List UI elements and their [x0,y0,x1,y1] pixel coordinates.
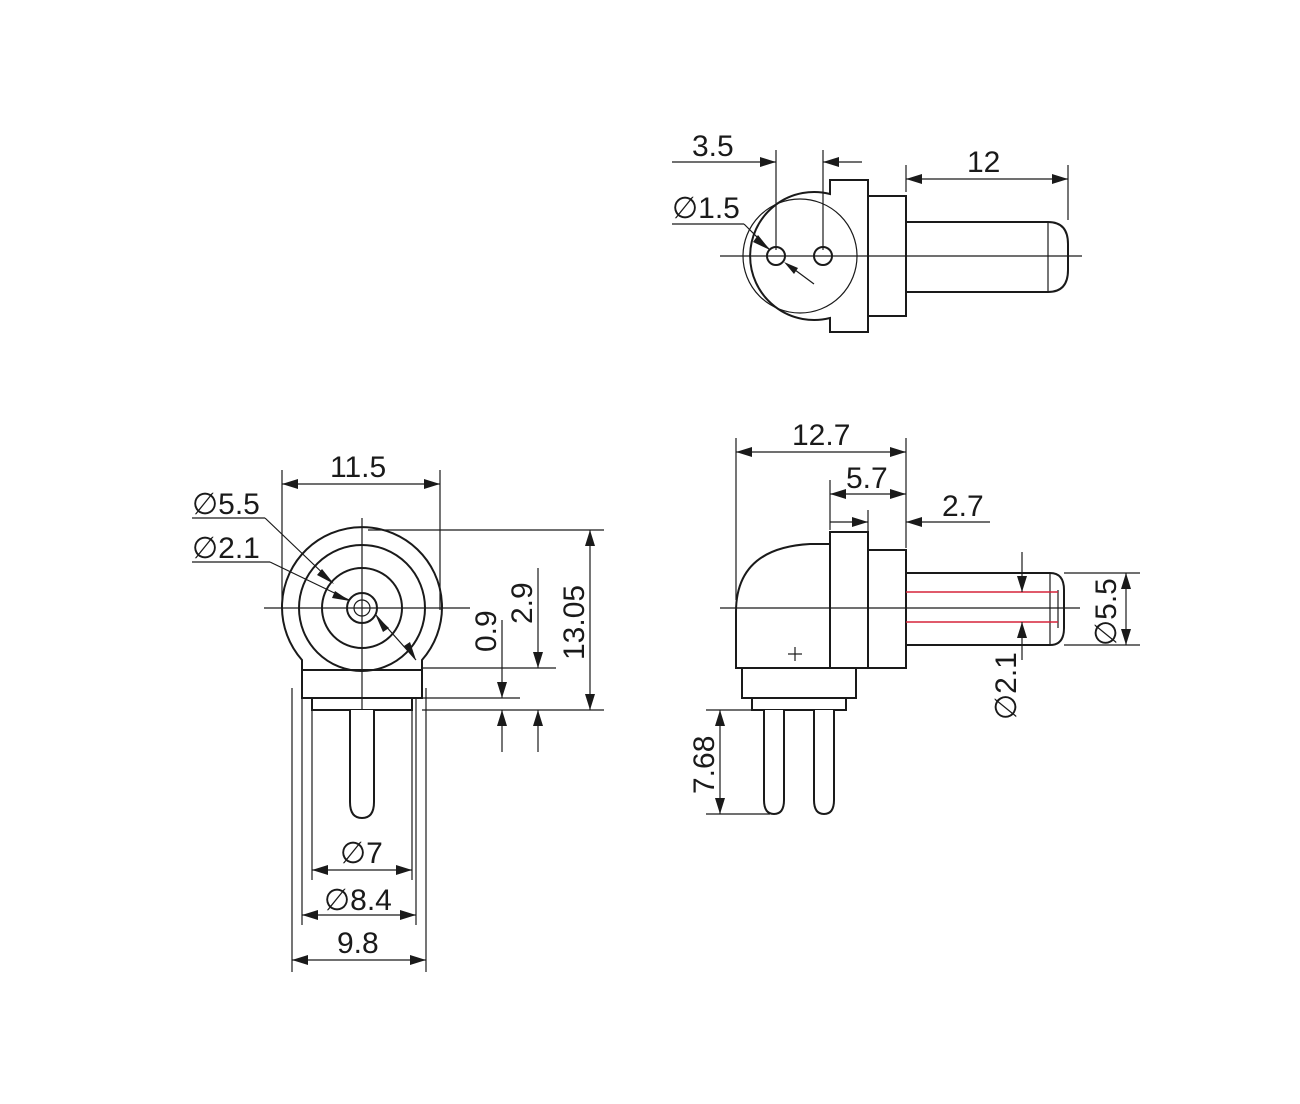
side-view-barrel [905,572,1065,646]
front-inner-diameter-label: ∅2.1 [192,532,260,565]
side-barrel-diameter-label: ∅5.5 [1090,578,1123,646]
top-barrel-length-label: 12 [967,146,1000,179]
side-view-rear-body [735,543,831,669]
side-view-flange [829,531,869,669]
top-view: 3.5 12 ∅1.5 [672,130,1082,333]
side-view: 12.7 5.7 2.7 ∅5.5 ∅2.1 7.68 [688,419,1140,816]
side-total-length-label: 12.7 [792,419,850,452]
top-pin-diameter-label: ∅1.5 [672,192,740,225]
front-outer-diameter-label: ∅5.5 [192,488,260,521]
side-collar-length-label: 2.7 [942,490,984,523]
side-pin-length-label: 7.68 [688,736,721,794]
top-view-barrel [905,221,1069,293]
front-width-label: 11.5 [330,451,386,484]
front-view-pin [349,710,375,820]
front-height-label: 13.05 [558,585,591,660]
front-view: 11.5 ∅5.5 ∅2.1 13.05 2.9 0.9 [192,451,604,972]
side-view-pin-left [763,710,785,816]
front-center-offset-label: 2.9 [506,582,539,624]
front-base-width-label: 9.8 [337,927,379,960]
top-pin-spacing-label: 3.5 [692,130,734,163]
side-view-collar [867,549,907,669]
side-center-pin-diameter-label: ∅2.1 [990,652,1023,720]
front-pin-span-7-label: ∅7 [340,837,383,870]
front-pin-span-8-4-label: ∅8.4 [324,884,392,917]
side-flange-length-label: 5.7 [846,462,888,495]
side-view-pin-right [813,710,835,816]
side-view-base [741,667,857,699]
front-base-step-label: 0.9 [470,610,503,652]
